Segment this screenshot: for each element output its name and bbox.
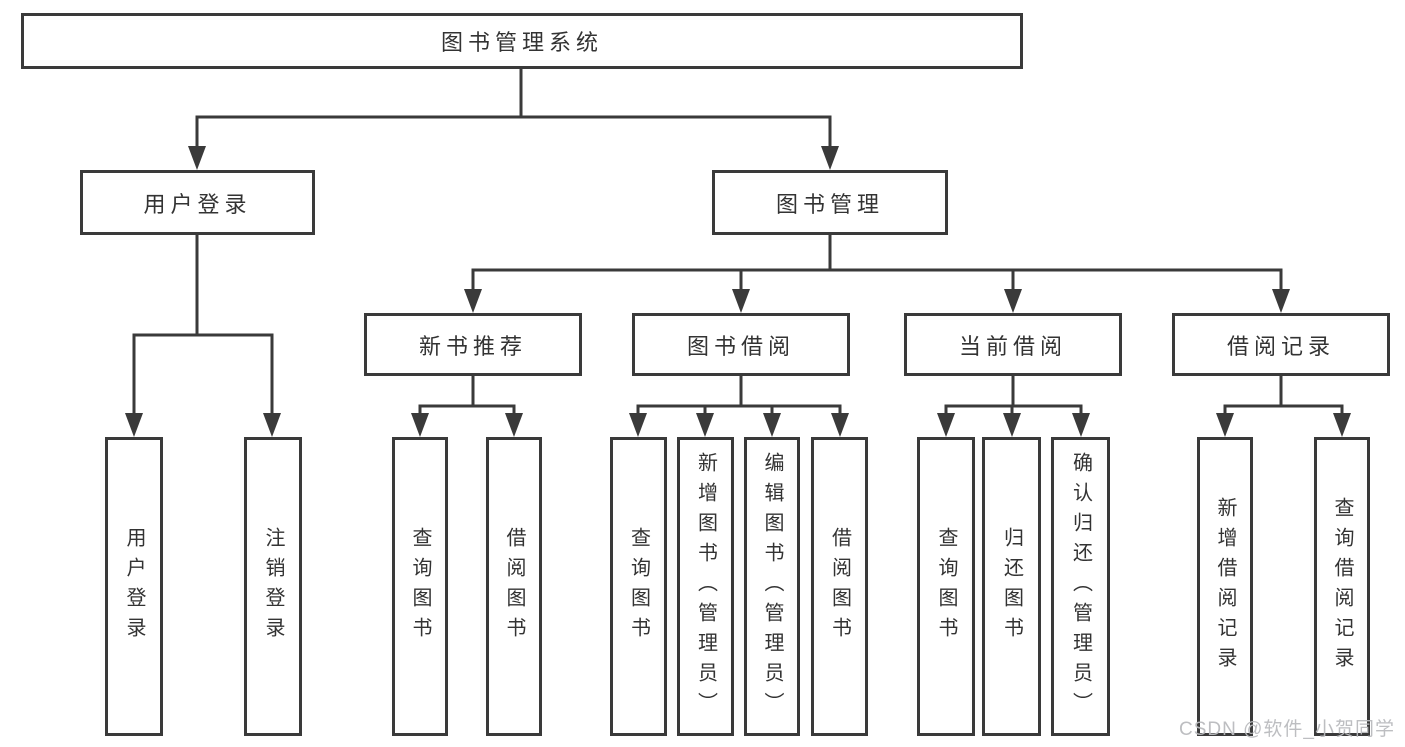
connector-borrowing-to-leaves <box>636 374 842 419</box>
arrowhead-icon <box>1003 413 1021 437</box>
leaf-label: 查询图书 <box>627 526 650 647</box>
node-user-login: 用户登录 <box>80 170 315 235</box>
node-label: 新书推荐 <box>418 333 527 359</box>
connector-records-to-leaves <box>1223 374 1344 419</box>
connector-userlogin-to-leaves <box>132 233 274 419</box>
leaf-label: 查询借阅记录 <box>1331 496 1353 677</box>
arrowhead-icon <box>1272 289 1290 313</box>
node-label: 图书管理系统 <box>440 30 603 55</box>
leaf-label: 借阅图书 <box>503 526 525 647</box>
node-label: 借阅记录 <box>1226 333 1335 359</box>
arrowhead-icon <box>411 413 429 437</box>
leaf-logout: 注销登录 <box>244 437 302 736</box>
arrowhead-icon <box>696 413 714 437</box>
connector-strokes <box>132 67 1344 419</box>
node-label: 当前借阅 <box>958 333 1067 359</box>
leaf-label: 新增图书（管理员） <box>694 451 717 722</box>
leaf-add-books-admin: 新增图书（管理员） <box>677 437 734 736</box>
connector-root-to-level2 <box>195 67 832 152</box>
leaf-label: 注销登录 <box>262 526 284 647</box>
csdn-watermark: CSDN @软件_小贺同学 <box>1179 719 1395 740</box>
leaf-label: 用户登录 <box>123 526 145 647</box>
leaf-return-books: 归还图书 <box>982 437 1041 736</box>
leaf-borrow-books: 借阅图书 <box>811 437 868 736</box>
node-book-borrowing: 图书借阅 <box>632 313 850 376</box>
connector-newbook-to-leaves <box>418 374 516 419</box>
arrowhead-icon <box>1004 289 1022 313</box>
connector-current-to-leaves <box>944 374 1083 419</box>
arrowhead-icon <box>732 289 750 313</box>
leaf-label: 新增借阅记录 <box>1214 496 1236 677</box>
node-current-borrowing: 当前借阅 <box>904 313 1122 376</box>
leaf-label: 归还图书 <box>1000 526 1023 647</box>
arrowhead-icon <box>263 413 281 437</box>
arrowhead-icon <box>505 413 523 437</box>
leaf-add-borrow-record: 新增借阅记录 <box>1197 437 1253 736</box>
arrowhead-icon <box>464 289 482 313</box>
leaf-edit-books-admin: 编辑图书（管理员） <box>744 437 800 736</box>
arrowhead-icon <box>821 146 839 170</box>
node-library-management-system: 图书管理系统 <box>21 13 1023 69</box>
arrowhead-icon <box>1333 413 1351 437</box>
leaf-query-books: 查询图书 <box>392 437 448 736</box>
leaf-user-login: 用户登录 <box>105 437 163 736</box>
node-label: 用户登录 <box>143 191 252 217</box>
arrowhead-icon <box>1072 413 1090 437</box>
arrowhead-icon <box>125 413 143 437</box>
node-label: 图书管理 <box>775 191 884 217</box>
node-label: 图书借阅 <box>686 333 795 359</box>
arrowheads <box>125 146 1351 437</box>
leaf-label: 查询图书 <box>935 526 957 647</box>
arrowhead-icon <box>629 413 647 437</box>
leaf-label: 查询图书 <box>409 526 431 647</box>
node-borrowing-records: 借阅记录 <box>1172 313 1390 376</box>
arrowhead-icon <box>763 413 781 437</box>
arrowhead-icon <box>937 413 955 437</box>
leaf-label: 确认归还（管理员） <box>1069 451 1092 722</box>
leaf-confirm-return-admin: 确认归还（管理员） <box>1051 437 1110 736</box>
leaf-label: 借阅图书 <box>828 526 851 647</box>
arrowhead-icon <box>831 413 849 437</box>
leaf-borrow-books: 借阅图书 <box>486 437 542 736</box>
arrowhead-icon <box>1216 413 1234 437</box>
connector-bookmgmt-to-level3 <box>471 233 1283 295</box>
leaf-label: 编辑图书（管理员） <box>761 451 783 722</box>
node-book-management: 图书管理 <box>712 170 948 235</box>
node-new-book-recommend: 新书推荐 <box>364 313 582 376</box>
leaf-query-borrow-record: 查询借阅记录 <box>1314 437 1370 736</box>
arrowhead-icon <box>188 146 206 170</box>
leaf-query-books: 查询图书 <box>917 437 975 736</box>
leaf-query-books: 查询图书 <box>610 437 667 736</box>
